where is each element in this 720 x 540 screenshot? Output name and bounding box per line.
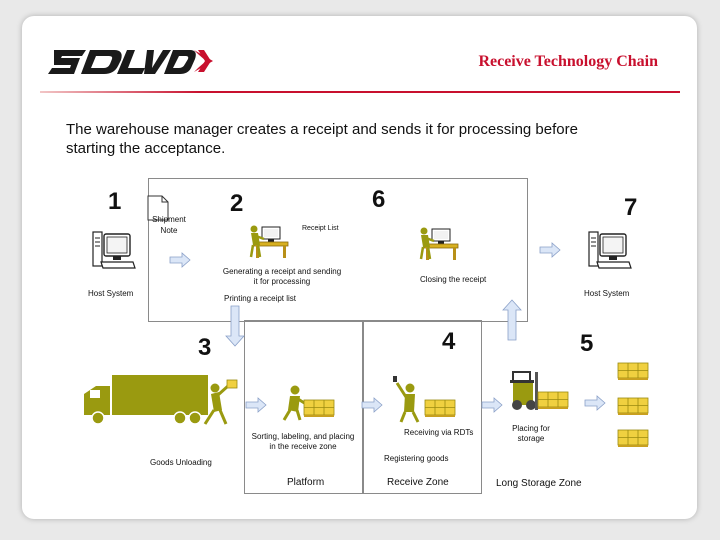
arrow-icon <box>502 299 522 341</box>
worker-carrying-icon <box>203 379 238 425</box>
arrow-icon <box>225 305 245 347</box>
process-box-receipt <box>148 178 528 322</box>
arrow-icon <box>361 397 383 413</box>
worker-rdt-icon <box>393 376 420 423</box>
pallet-icon <box>424 399 456 418</box>
worker-sorting-icon <box>282 385 307 421</box>
pallet-icon <box>617 429 649 448</box>
label-sorting: Sorting, labeling, and placing in the re… <box>251 432 355 451</box>
zone-label-platform: Platform <box>287 477 325 488</box>
zone-label-long-storage: Long Storage Zone <box>496 478 582 489</box>
label-placing-storage: Placing for storage <box>512 424 550 443</box>
pallet-icon <box>303 399 335 418</box>
pallet-icon <box>617 362 649 381</box>
truck-icon <box>84 375 208 425</box>
arrow-icon <box>539 242 561 258</box>
computer-icon-host-right <box>588 231 632 269</box>
worker-at-desk-icon <box>249 224 290 260</box>
step-number-6: 6 <box>372 186 386 213</box>
step-number-2: 2 <box>230 190 244 217</box>
label-host-system-left: Host System <box>88 289 134 298</box>
label-registering-goods: Registering goods <box>384 454 449 463</box>
title-divider <box>40 91 680 93</box>
label-goods-unloading: Goods Unloading <box>150 458 212 467</box>
arrow-icon <box>481 397 503 413</box>
label-generating-receipt: Generating a receipt and sending it for … <box>222 267 342 286</box>
forklift-icon <box>510 371 568 410</box>
pallet-icon <box>537 391 569 410</box>
step-number-4: 4 <box>442 328 456 355</box>
arrow-icon <box>584 395 606 411</box>
arrow-icon <box>169 252 191 268</box>
label-closing-receipt: Closing the receipt <box>420 275 487 284</box>
step-number-3: 3 <box>198 334 212 361</box>
step-number-7: 7 <box>624 194 638 221</box>
logo-icon <box>48 50 213 74</box>
step-number-5: 5 <box>580 330 594 357</box>
page-title: Receive Technology Chain <box>478 53 658 70</box>
intro-text: The warehouse manager creates a receipt … <box>66 121 578 157</box>
label-receiving-rdts: Receiving via RDTs <box>404 428 474 437</box>
label-printing-receipt-list: Printing a receipt list <box>224 294 297 303</box>
zone-label-receive: Receive Zone <box>387 477 449 488</box>
computer-icon-host-left <box>92 231 136 269</box>
worker-at-desk-icon <box>419 226 460 262</box>
label-receipt-list: Receipt List <box>302 225 339 232</box>
pallet-icon <box>617 397 649 416</box>
label-host-system-right: Host System <box>584 289 630 298</box>
label-shipment-note: Shipment Note <box>152 215 186 235</box>
arrow-icon <box>245 397 267 413</box>
step-number-1: 1 <box>108 188 122 215</box>
